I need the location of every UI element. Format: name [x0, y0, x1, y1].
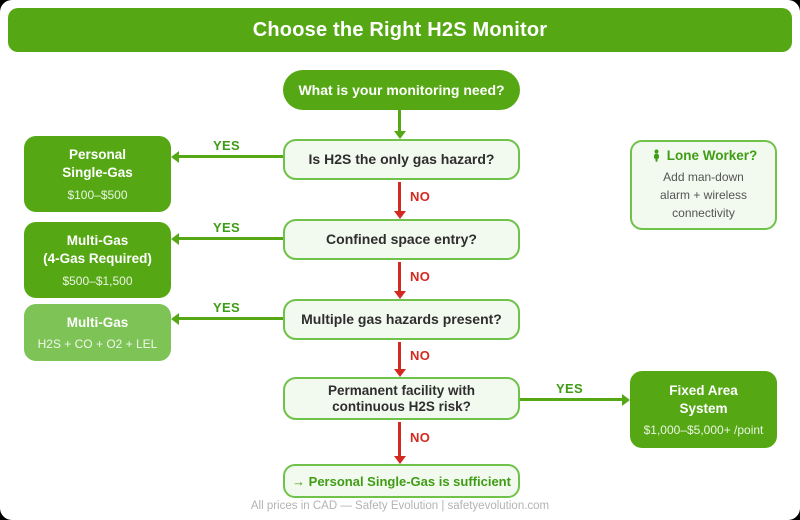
result-price: $1,000–$5,000+ /point	[643, 423, 764, 438]
final-recommendation-node: → Personal Single-Gas is sufficient	[283, 464, 520, 498]
yes-arrow-q2-to-result2	[171, 232, 283, 245]
yes-label-4: YES	[556, 381, 583, 396]
page-title: Choose the Right H2S Monitor	[8, 8, 792, 52]
result-title: Multi-Gas (4-Gas Required)	[43, 233, 152, 266]
yes-label-2: YES	[213, 220, 240, 235]
question-h2s-only-hazard: Is H2S the only gas hazard?	[283, 139, 520, 180]
arrow-start-to-q1	[393, 110, 406, 139]
flow-start-node: What is your monitoring need?	[283, 70, 520, 110]
result-multi-gas-4gas: Multi-Gas (4-Gas Required) $500–$1,500	[24, 222, 171, 298]
lone-worker-note-card: Lone Worker? Add man-down alarm + wirele…	[630, 140, 777, 230]
no-arrow-q4-to-final	[393, 422, 406, 464]
question-permanent-facility: Permanent facility with continuous H2S r…	[283, 377, 520, 420]
yes-arrow-q3-to-result3	[171, 312, 283, 325]
lone-worker-title: Lone Worker?	[650, 148, 758, 163]
result-title: Multi-Gas	[66, 314, 129, 330]
yes-label-1: YES	[213, 138, 240, 153]
result-fixed-area-system: Fixed Area System $1,000–$5,000+ /point	[630, 371, 777, 448]
yes-label-3: YES	[213, 300, 240, 315]
lone-worker-body: Add man-down alarm + wireless connectivi…	[659, 170, 748, 220]
result-title: Personal Single-Gas	[62, 147, 133, 180]
no-arrow-q3-to-q4	[393, 342, 406, 377]
no-arrow-q1-to-q2	[393, 182, 406, 219]
result-personal-single-gas: Personal Single-Gas $100–$500	[24, 136, 171, 212]
no-label-1: NO	[410, 189, 431, 204]
result-price: $100–$500	[67, 187, 128, 202]
yes-arrow-q4-to-fixed	[520, 393, 630, 406]
no-arrow-q2-to-q3	[393, 262, 406, 299]
yes-arrow-q1-to-result1	[171, 150, 283, 163]
result-title: Fixed Area System	[669, 382, 738, 416]
result-price: H2S + CO + O2 + LEL	[37, 337, 158, 352]
no-label-2: NO	[410, 269, 431, 284]
person-icon	[653, 149, 659, 162]
no-label-4: NO	[410, 430, 431, 445]
result-price: $500–$1,500	[62, 273, 133, 288]
footer-text: All prices in CAD — Safety Evolution | s…	[250, 500, 550, 512]
question-confined-space: Confined space entry?	[283, 219, 520, 260]
question-multiple-hazards: Multiple gas hazards present?	[283, 299, 520, 340]
lone-worker-title-text: Lone Worker?	[666, 148, 758, 163]
no-label-3: NO	[410, 348, 431, 363]
result-multi-gas: Multi-Gas H2S + CO + O2 + LEL	[24, 304, 171, 361]
